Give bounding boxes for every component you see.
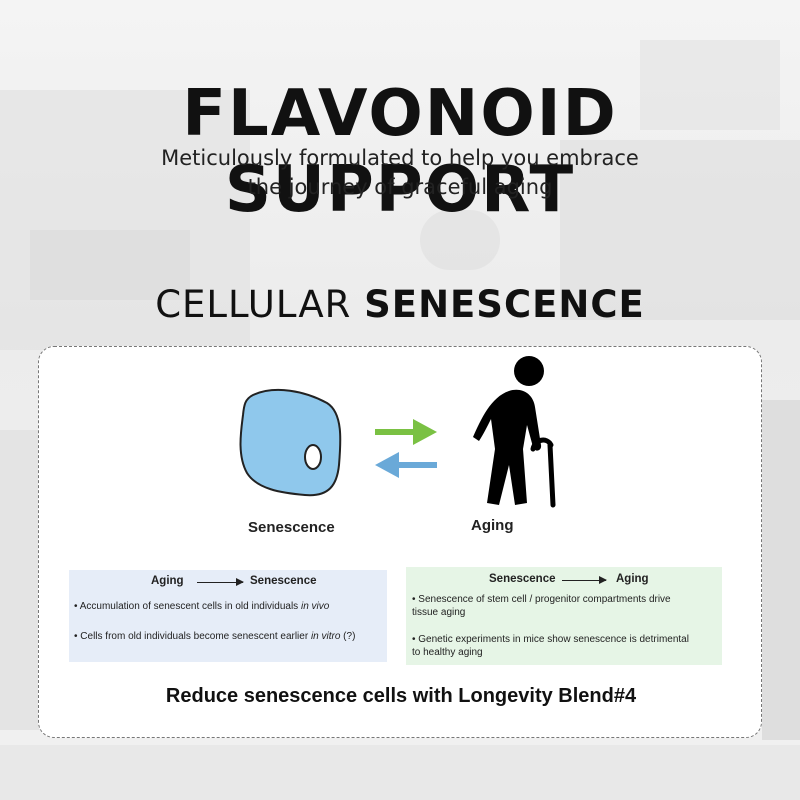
right-box-item-2: • Genetic experiments in mice show senes… — [412, 634, 689, 658]
left-box-head-to: Senescence — [250, 575, 317, 587]
elderly-person-icon — [473, 356, 556, 508]
page-title: FLAVONOID SUPPORT — [182, 77, 618, 227]
right-box-item-1: • Senescence of stem cell / progenitor c… — [412, 594, 671, 618]
aging-label: Aging — [471, 517, 514, 534]
footer-statement: Reduce senescence cells with Longevity B… — [165, 685, 637, 707]
subtitle-line-1: Meticulously formulated to help you embr… — [161, 146, 639, 170]
section-title: CELLULAR SENESCENCE — [0, 280, 800, 330]
right-box-arrow-icon — [562, 576, 607, 584]
page-subtitle: Meticulously formulated to help you embr… — [120, 144, 680, 202]
left-box-item-2: • Cells from old individuals become sene… — [74, 631, 356, 642]
senescent-cell-icon — [239, 388, 342, 497]
right-box-head-to: Aging — [616, 573, 649, 585]
senescence-to-aging-box: Senescence Aging • Senescence of stem ce… — [406, 567, 722, 665]
right-box-head-from: Senescence — [489, 573, 556, 585]
info-card: Senescence Aging Aging Senescence • Accu… — [38, 346, 762, 738]
aging-to-senescence-box: Aging Senescence • Accumulation of senes… — [69, 570, 387, 662]
section-title-bold: SENESCENCE — [364, 283, 645, 326]
section-title-light: CELLULAR — [155, 283, 352, 326]
subtitle-line-2: the journey of graceful aging — [247, 175, 553, 199]
left-arrow-icon — [375, 452, 437, 478]
left-box-item-1: • Accumulation of senescent cells in old… — [74, 601, 330, 612]
senescence-label: Senescence — [248, 519, 335, 536]
left-box-arrow-icon — [197, 578, 244, 586]
left-box-head-from: Aging — [151, 575, 184, 587]
right-arrow-icon — [375, 419, 437, 445]
